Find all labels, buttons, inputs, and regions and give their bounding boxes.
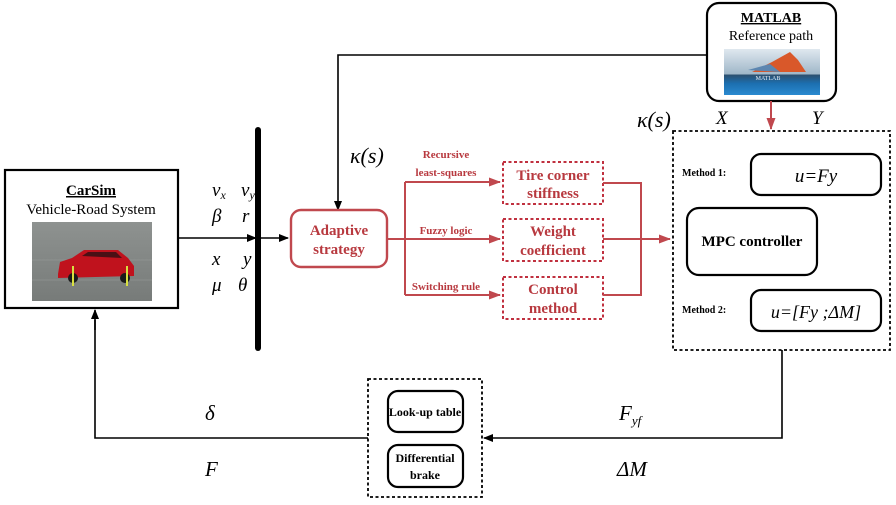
method1-equation: u=Fy <box>795 166 838 187</box>
method2-equation: u=[Fy ;ΔM] <box>771 302 861 322</box>
diff-brake-l1: Differential <box>395 451 455 465</box>
target-weight-l2: coefficient <box>520 243 586 259</box>
car-image <box>32 222 152 301</box>
method-label-rls-1: Recursive <box>423 149 470 161</box>
var-theta: θ <box>238 275 247 296</box>
adaptive-line1: Adaptive <box>310 223 369 239</box>
label-Fyf: Fyf <box>618 401 644 428</box>
mpc-container: Method 1: u=Fy MPC controller Method 2: … <box>672 130 891 351</box>
matlab-title: MATLAB <box>741 11 801 26</box>
label-delta: δ <box>205 401 216 425</box>
actuator-container: Look-up table Differential brake <box>367 378 483 498</box>
method-label-fuzzy: Fuzzy logic <box>420 225 473 237</box>
adaptive-line2: strategy <box>313 242 365 258</box>
kappa-feed-line <box>337 54 707 150</box>
mpc-output-line <box>640 350 783 439</box>
label-F: F <box>204 457 218 481</box>
var-vx: νx <box>212 180 226 202</box>
matlab-block: MATLAB Reference path MATLAB <box>705 1 838 103</box>
target-control-method: Control method <box>502 276 604 320</box>
kappa-label-mpc: κ(s) <box>637 107 671 132</box>
method2-label: Method 2: <box>682 305 726 316</box>
var-r: r <box>242 206 250 227</box>
feedback-line <box>94 320 368 439</box>
var-beta: β <box>211 206 222 227</box>
target-control-l2: method <box>529 301 578 317</box>
mpc-controller-label: MPC controller <box>702 234 803 250</box>
carsim-subtitle: Vehicle-Road System <box>26 202 156 218</box>
target-control-l1: Control <box>528 282 578 298</box>
target-tire-l1: Tire corner <box>516 168 590 184</box>
matlab-logo-image: MATLAB <box>724 49 820 95</box>
carsim-title: CarSim <box>66 183 117 199</box>
method1-label: Method 1: <box>682 168 726 179</box>
var-x: x <box>211 249 221 270</box>
var-mu: μ <box>211 275 222 296</box>
lookup-table-label: Look-up table <box>389 405 462 419</box>
var-y: y <box>241 249 252 270</box>
var-vy: νy <box>241 180 255 202</box>
svg-text:MATLAB: MATLAB <box>756 76 781 82</box>
target-tire-stiffness: Tire corner stiffness <box>502 161 604 205</box>
kappa-label-adaptive: κ(s) <box>350 143 384 168</box>
target-tire-l2: stiffness <box>527 186 579 202</box>
matlab-subtitle: Reference path <box>729 29 813 44</box>
target-weight-l1: Weight <box>530 224 576 240</box>
carsim-block: CarSim Vehicle-Road System <box>3 168 180 310</box>
label-deltaM: ΔM <box>616 457 648 481</box>
method-label-switch: Switching rule <box>412 281 480 293</box>
method-label-rls-2: least-squares <box>416 167 478 179</box>
diff-brake-l2: brake <box>410 468 441 482</box>
label-X: X <box>715 108 729 129</box>
label-Y: Y <box>812 108 825 129</box>
target-weight-coefficient: Weight coefficient <box>502 218 604 262</box>
adaptive-strategy-block: Adaptive strategy <box>289 208 389 269</box>
